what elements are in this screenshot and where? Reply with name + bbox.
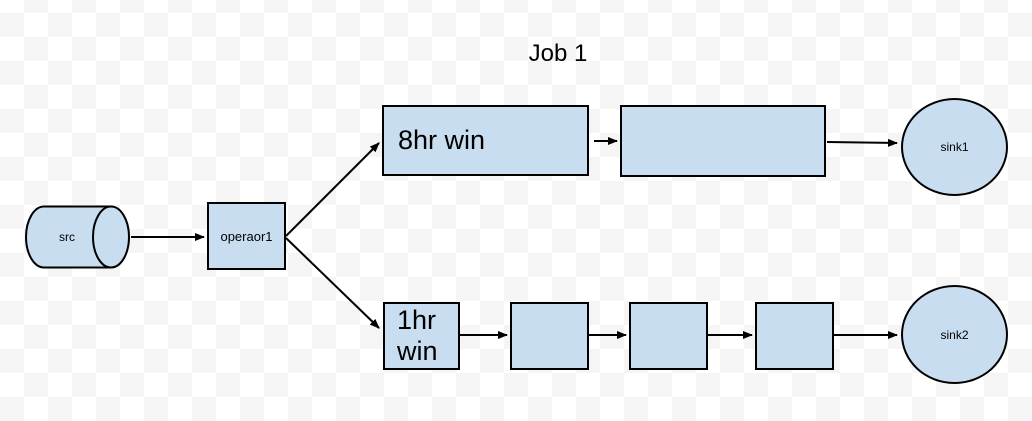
edge-stage-top-to-sink1 [826, 138, 898, 147]
node-operator1-label: operaor1 [220, 228, 273, 244]
node-stage-bottom-3 [755, 302, 834, 370]
node-sink1-label: sink1 [940, 140, 969, 154]
edge-operator1-to-1hr-win [285, 237, 380, 329]
node-src-label: src [59, 230, 75, 244]
node-sink1: sink1 [901, 98, 1008, 196]
edge-operator1-to-8hr-win [285, 142, 380, 237]
node-1hr-win-label: 1hr win [397, 305, 438, 366]
node-sink2: sink2 [901, 285, 1008, 384]
diagram-title: Job 1 [528, 40, 588, 67]
node-stage-bottom-1 [510, 302, 589, 370]
node-1hr-win: 1hr win [383, 302, 460, 370]
node-stage-bottom-2 [629, 302, 708, 370]
node-operator1: operaor1 [207, 202, 286, 270]
node-8hr-win-label: 8hr win [398, 125, 486, 155]
node-stage-top [620, 105, 826, 177]
node-src-cylinder-shape [25, 205, 130, 269]
node-sink2-label: sink2 [940, 327, 969, 342]
node-8hr-win: 8hr win [382, 105, 589, 176]
